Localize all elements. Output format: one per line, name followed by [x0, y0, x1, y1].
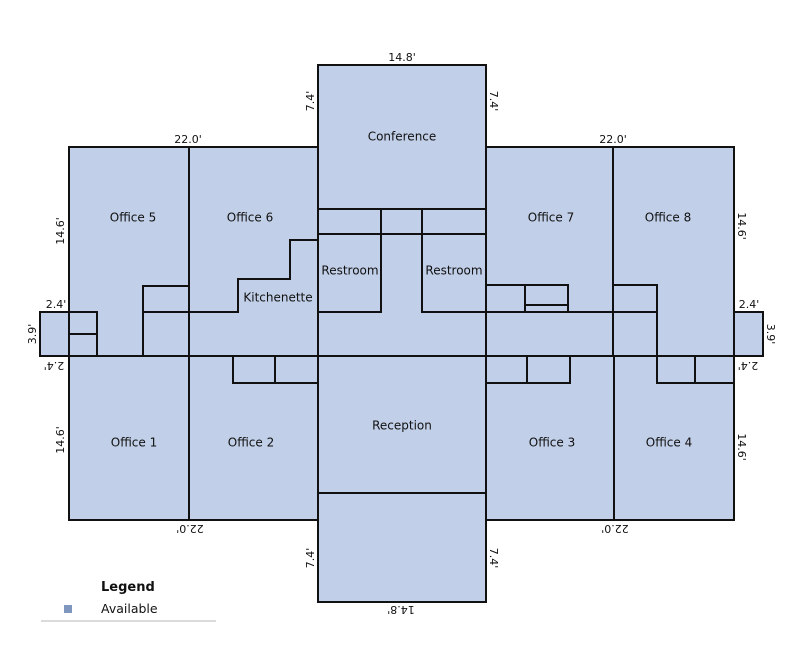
dim-top-right-width: 22.0'	[599, 133, 627, 146]
reception-room[interactable]	[317, 355, 487, 494]
closet-left-b	[68, 333, 98, 357]
label-office-5: Office 5	[110, 211, 156, 225]
legend-title: Legend	[101, 580, 155, 595]
dim-right-ext-width: 2.4'	[739, 298, 760, 311]
room-shapes	[39, 64, 764, 603]
legend-swatch-available	[64, 605, 72, 613]
closet-office-3-b	[526, 355, 571, 384]
closet-office-5	[142, 285, 190, 313]
dim-reception-left-height: 7.4'	[304, 548, 317, 569]
office-7-room[interactable]	[485, 146, 614, 357]
label-office-6: Office 6	[227, 211, 273, 225]
restroom-right	[421, 233, 487, 313]
dim-conference-width: 14.8'	[388, 51, 416, 64]
closet-office-4-b	[694, 355, 735, 384]
dim-right-upper-height: 14.6'	[735, 212, 748, 240]
closet-office-2-b	[274, 355, 319, 384]
dim-conference-right-height: 7.4'	[487, 91, 500, 112]
dim-bottom-left-width: 22.0'	[176, 522, 204, 535]
label-restroom-right: Restroom	[425, 264, 482, 278]
dim-right-ext-width-lower: 2.4'	[738, 359, 759, 372]
legend: Legend Available	[41, 580, 216, 622]
left-extension	[39, 311, 70, 357]
dim-left-ext-width-lower: 2.4'	[44, 359, 65, 372]
conference-room[interactable]	[317, 64, 487, 210]
label-office-2: Office 2	[228, 436, 274, 450]
office-8-room[interactable]	[612, 146, 735, 357]
right-extension	[733, 311, 764, 357]
dim-reception-width: 14.8'	[387, 603, 415, 616]
label-office-7: Office 7	[528, 211, 574, 225]
dim-right-ext-height: 3.9'	[764, 324, 777, 345]
dim-bottom-right-width: 22.0'	[601, 522, 629, 535]
label-restroom-left: Restroom	[321, 264, 378, 278]
restroom-left	[317, 233, 382, 313]
legend-label-available: Available	[101, 601, 158, 616]
closet-office-8	[612, 284, 658, 313]
office-6-room[interactable]	[188, 146, 319, 357]
dim-left-upper-height: 14.6'	[54, 217, 67, 245]
label-office-4: Office 4	[646, 436, 692, 450]
office-5-room[interactable]	[68, 146, 190, 357]
dim-reception-right-height: 7.4'	[487, 548, 500, 569]
label-reception: Reception	[372, 419, 432, 433]
label-kitchenette: Kitchenette	[243, 291, 312, 305]
dim-right-lower-height: 14.6'	[735, 433, 748, 461]
dimension-labels: 14.8' 7.4' 7.4' 22.0' 22.0' 14.6' 14.6' …	[26, 51, 777, 616]
label-office-8: Office 8	[645, 211, 691, 225]
core-area	[317, 208, 487, 357]
dim-left-ext-height: 3.9'	[26, 324, 39, 345]
room-labels: Conference Office 5 Office 6 Office 7 Of…	[110, 130, 692, 450]
dim-left-lower-height: 14.6'	[54, 426, 67, 454]
closet-office-7-b-step	[525, 304, 569, 312]
interior-walls	[68, 208, 735, 384]
label-conference: Conference	[368, 130, 437, 144]
dim-top-left-width: 22.0'	[174, 133, 202, 146]
dim-conference-left-height: 7.4'	[304, 91, 317, 112]
reception-lower-room[interactable]	[317, 492, 487, 603]
office-1-room[interactable]	[68, 355, 190, 521]
label-office-3: Office 3	[529, 436, 575, 450]
label-office-1: Office 1	[111, 436, 157, 450]
dim-left-ext-width: 2.4'	[46, 298, 67, 311]
